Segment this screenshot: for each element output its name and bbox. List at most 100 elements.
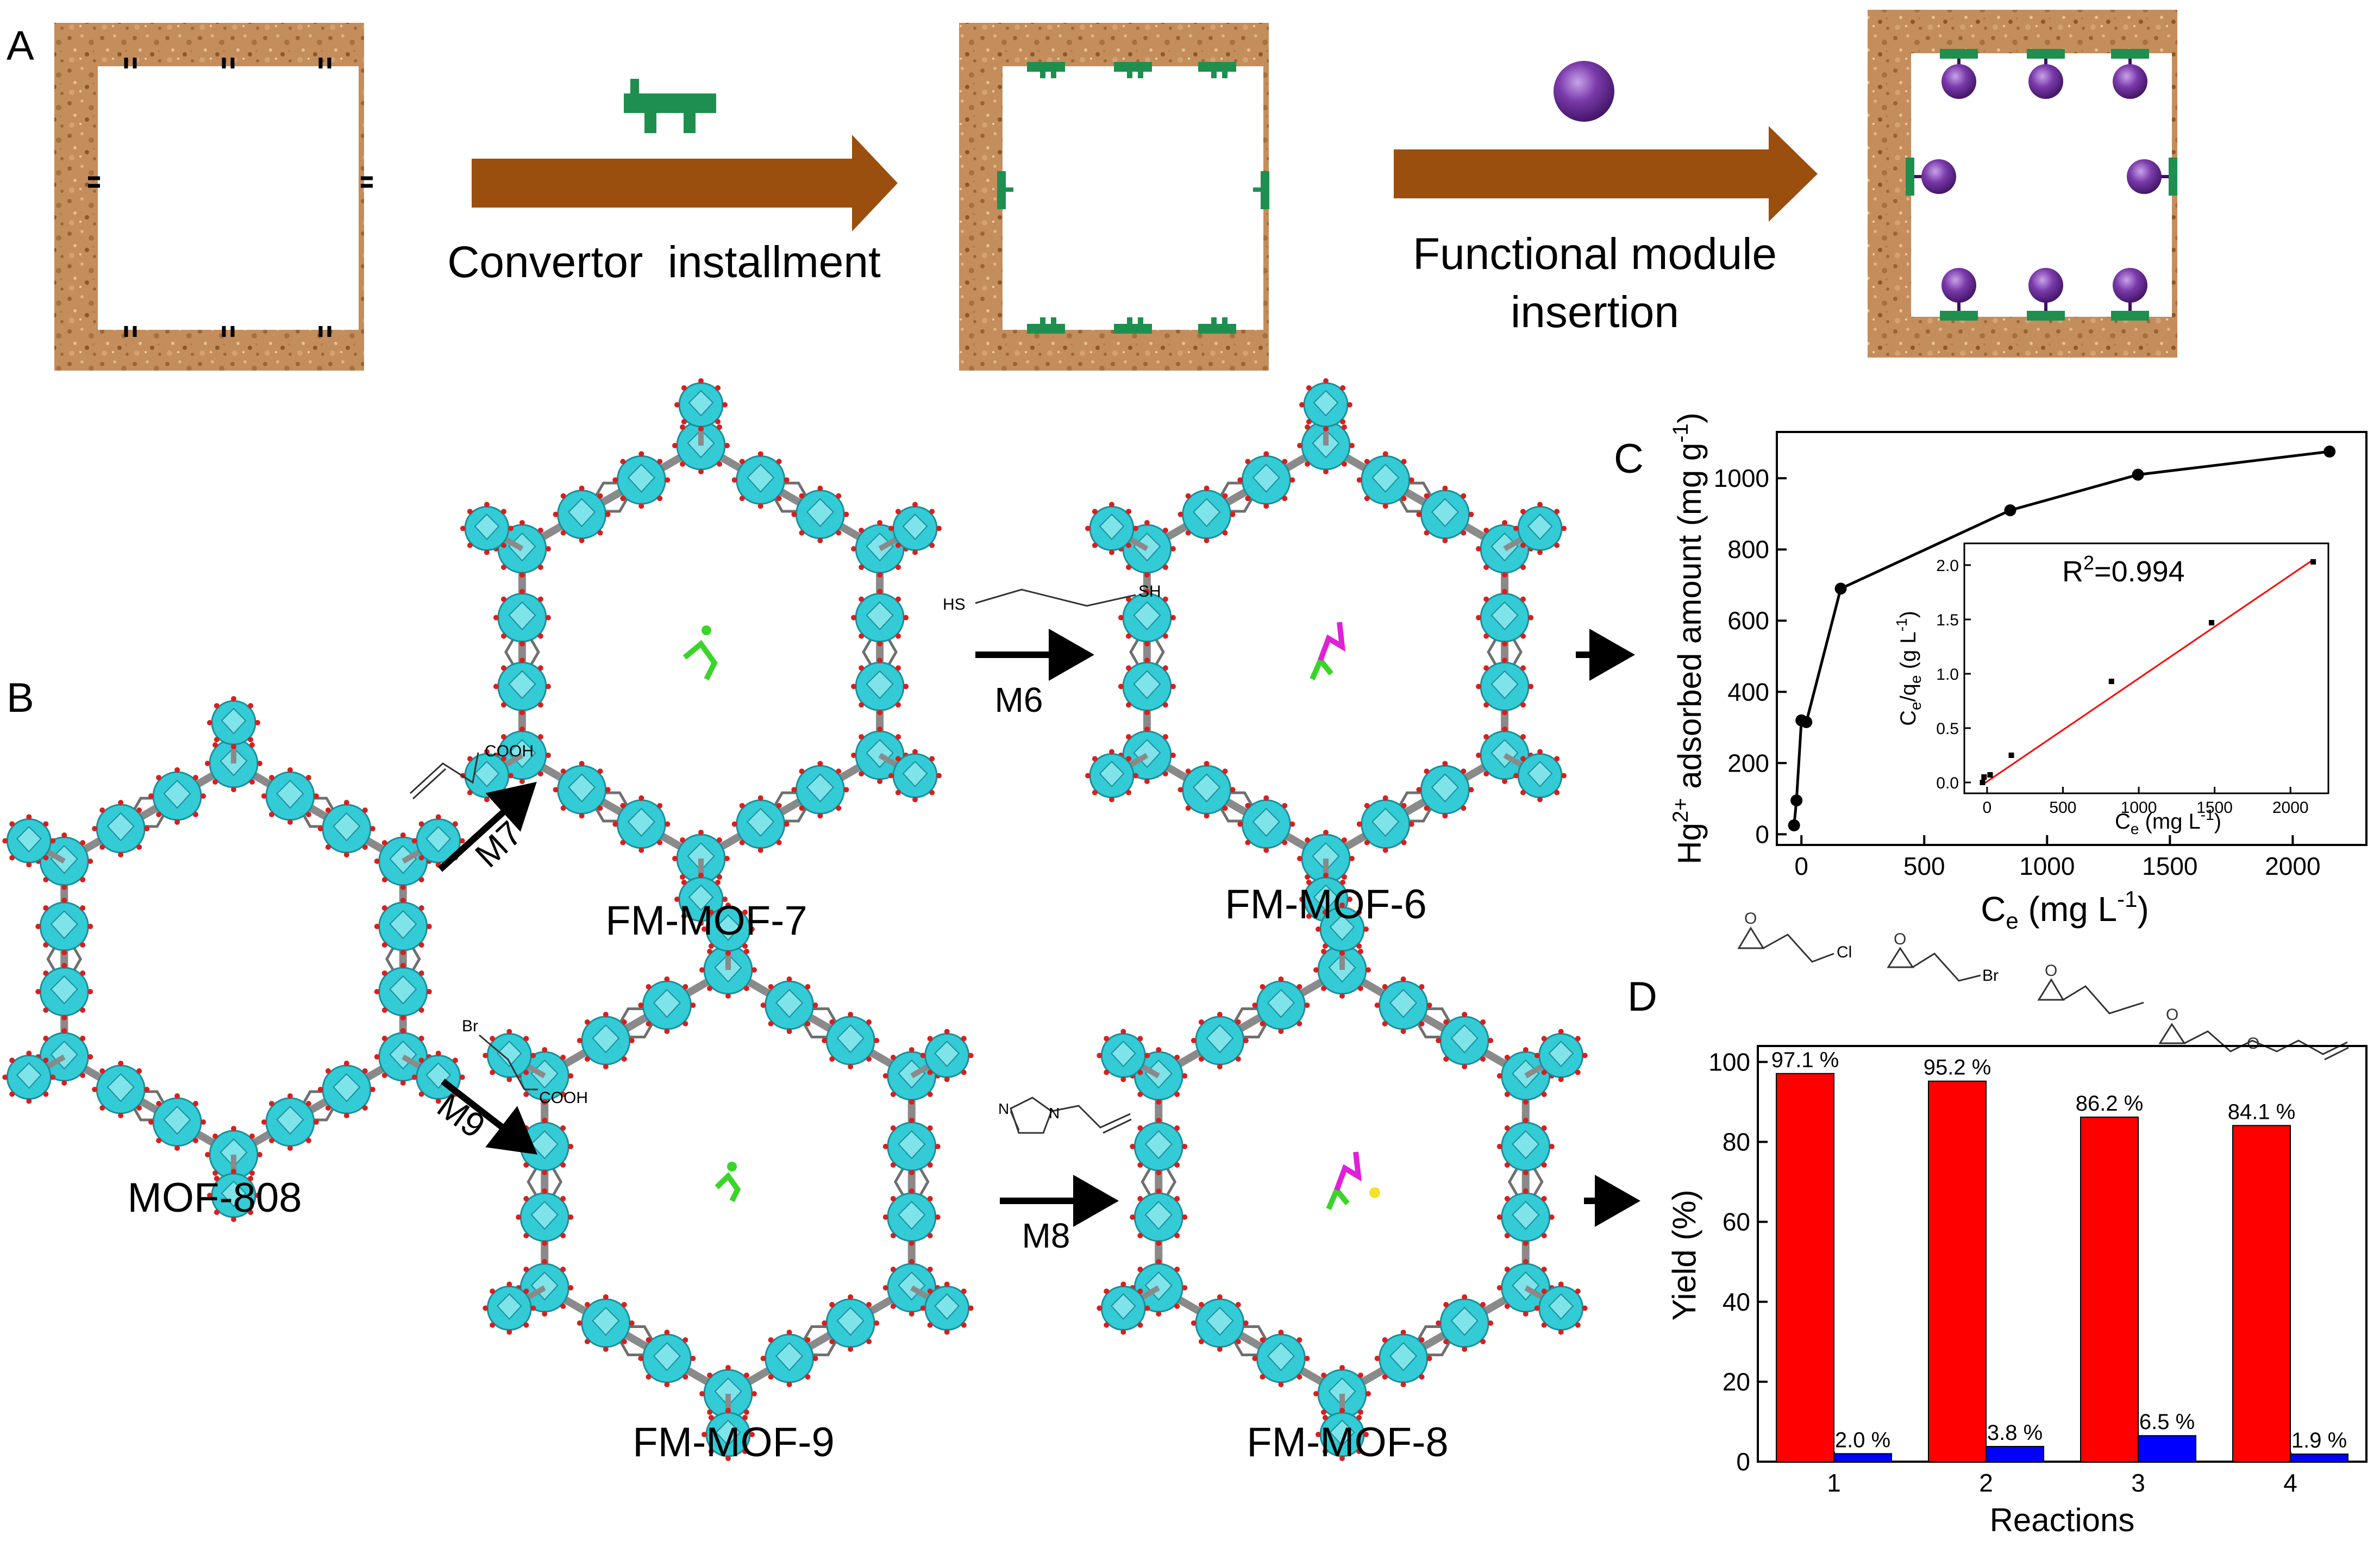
zr-cluster <box>1097 1029 1150 1082</box>
r-squared-annotation: R2=0.994 <box>2062 552 2185 588</box>
convertor-icon <box>624 79 716 133</box>
organic-linker <box>231 1053 405 1158</box>
fm-mof-8-label: FM-MOF-8 <box>1247 1419 1448 1465</box>
inset-x-tick-label: 1500 <box>2196 799 2233 817</box>
inset-x-tick-label: 500 <box>2049 799 2076 817</box>
m6-label: M6 <box>995 680 1043 719</box>
fm-mof-9-structure <box>483 903 974 1461</box>
organic-linker <box>520 442 703 553</box>
zr-cluster <box>1085 749 1138 803</box>
zr-cluster <box>920 1029 974 1082</box>
grafted-fragment <box>1326 1151 1380 1210</box>
zr-cluster <box>493 657 551 716</box>
zr-cluster <box>882 1118 941 1175</box>
zr-cluster <box>612 451 671 509</box>
zr-cluster <box>1476 657 1534 716</box>
epoxybutane-structure: O <box>2037 962 2144 1014</box>
x-tick-label: 1 <box>1827 1469 1841 1497</box>
yield-bar <box>2232 1125 2291 1463</box>
inset-x-axis-label: Ce (mg L-1) <box>2115 806 2221 837</box>
fm-mof-7-label: FM-MOF-7 <box>605 898 807 944</box>
panel-d: D O O O O O <box>1627 910 2368 1538</box>
isotherm-x-axis-label: Ce (mg L-1) <box>1981 886 2149 934</box>
process-arrow-2: Functional module insertion <box>1394 61 1818 337</box>
x-tick-label: 1500 <box>2142 852 2197 880</box>
zr-cluster <box>1130 1188 1188 1246</box>
yield-bar <box>2290 1454 2348 1462</box>
zr-cluster <box>1374 1330 1432 1387</box>
organic-linker <box>1324 751 1507 862</box>
zr-cluster <box>731 795 790 853</box>
allyl-glycidyl-ether-o1-label: O <box>2166 1006 2178 1024</box>
x-tick-label: 1000 <box>2019 852 2075 880</box>
functional-module-icon <box>1554 61 1614 122</box>
grafted-fragment <box>715 1162 741 1202</box>
zr-cluster <box>731 451 790 509</box>
zr-cluster <box>207 696 260 749</box>
zr-cluster <box>1436 1294 1494 1352</box>
allylimidazole-structure <box>1010 1097 1132 1134</box>
fm-mof-6-structure <box>1085 378 1567 926</box>
isotherm-point <box>1800 716 1813 728</box>
epoxide-substrates: O O O O O <box>1737 910 2349 1061</box>
zr-cluster <box>612 795 671 853</box>
isotherm-y-axis-label: Hg2+ adsorbed amount (mg g-1) <box>1669 412 1708 865</box>
zr-cluster <box>1416 485 1474 543</box>
panel-b: B MOF-808 FM-MOF-7 FM-MOF-6 FM-MOF-9 FM-… <box>2 378 1640 1465</box>
y-tick-label: 400 <box>1727 678 1769 706</box>
zr-cluster <box>577 1294 635 1352</box>
zr-cluster <box>760 976 818 1034</box>
zr-cluster <box>92 1061 150 1118</box>
isotherm-point <box>1788 819 1800 831</box>
zr-cluster <box>35 963 93 1020</box>
bar-value-label: 1.9 % <box>2291 1429 2347 1452</box>
organic-linker <box>699 442 882 553</box>
mof-808-label: MOF-808 <box>128 1175 302 1221</box>
inset-x-tick-label: 1000 <box>2121 799 2157 817</box>
organic-linker <box>1145 751 1328 862</box>
m7-arrow <box>437 781 537 872</box>
isotherm-point <box>1790 794 1803 807</box>
isotherm-line <box>1793 450 2330 826</box>
yield-y-axis-label: Yield (%) <box>1666 1189 1702 1320</box>
epibromohydrin-structure: O <box>1887 930 1981 982</box>
zr-cluster <box>148 767 206 825</box>
imidazole-n1-label: N <box>998 1100 1009 1117</box>
zr-cluster <box>483 1281 536 1335</box>
ethanedithiol-structure <box>975 588 1136 607</box>
bromoacetic-br-label: Br <box>462 1017 478 1035</box>
bromoacetic-acid-structure <box>479 1034 538 1091</box>
zr-cluster <box>920 1281 974 1335</box>
zr-cluster <box>1316 1408 1369 1461</box>
organic-linker <box>726 966 914 1080</box>
organic-linker <box>1156 1284 1344 1398</box>
isotherm-point <box>2004 504 2016 517</box>
organic-linker <box>62 760 236 865</box>
x-tick-label: 2000 <box>2265 852 2320 880</box>
yield-bar <box>1833 1453 1892 1463</box>
epichlorohydrin-o-label: O <box>1744 910 1757 928</box>
fm-mof-6-label: FM-MOF-6 <box>1225 881 1426 928</box>
bar-value-label: 86.2 % <box>2076 1092 2144 1116</box>
convertor-pore-frame <box>959 23 1269 371</box>
inset-y-tick-label: 1.0 <box>1936 666 1959 684</box>
zr-cluster <box>1316 903 1369 956</box>
functional-module-label: Functional module <box>1413 229 1777 279</box>
zr-cluster <box>888 749 942 803</box>
zr-cluster <box>207 1169 260 1222</box>
zr-cluster <box>1178 485 1236 543</box>
x-tick-label: 500 <box>1903 852 1945 880</box>
y-tick-label: 800 <box>1727 535 1769 563</box>
zr-cluster <box>374 963 432 1020</box>
inset-x-tick-label: 2000 <box>2272 799 2309 817</box>
zr-cluster <box>638 1330 696 1387</box>
zr-cluster <box>851 588 909 647</box>
x-tick-label: 3 <box>2131 1469 2145 1497</box>
zr-cluster <box>1476 588 1534 647</box>
yield-plot-frame <box>1757 1045 2368 1463</box>
zr-cluster <box>261 767 319 825</box>
epoxybutane-o-label: O <box>2045 962 2057 980</box>
zr-cluster <box>1237 795 1295 853</box>
y-tick-label: 200 <box>1727 749 1769 777</box>
